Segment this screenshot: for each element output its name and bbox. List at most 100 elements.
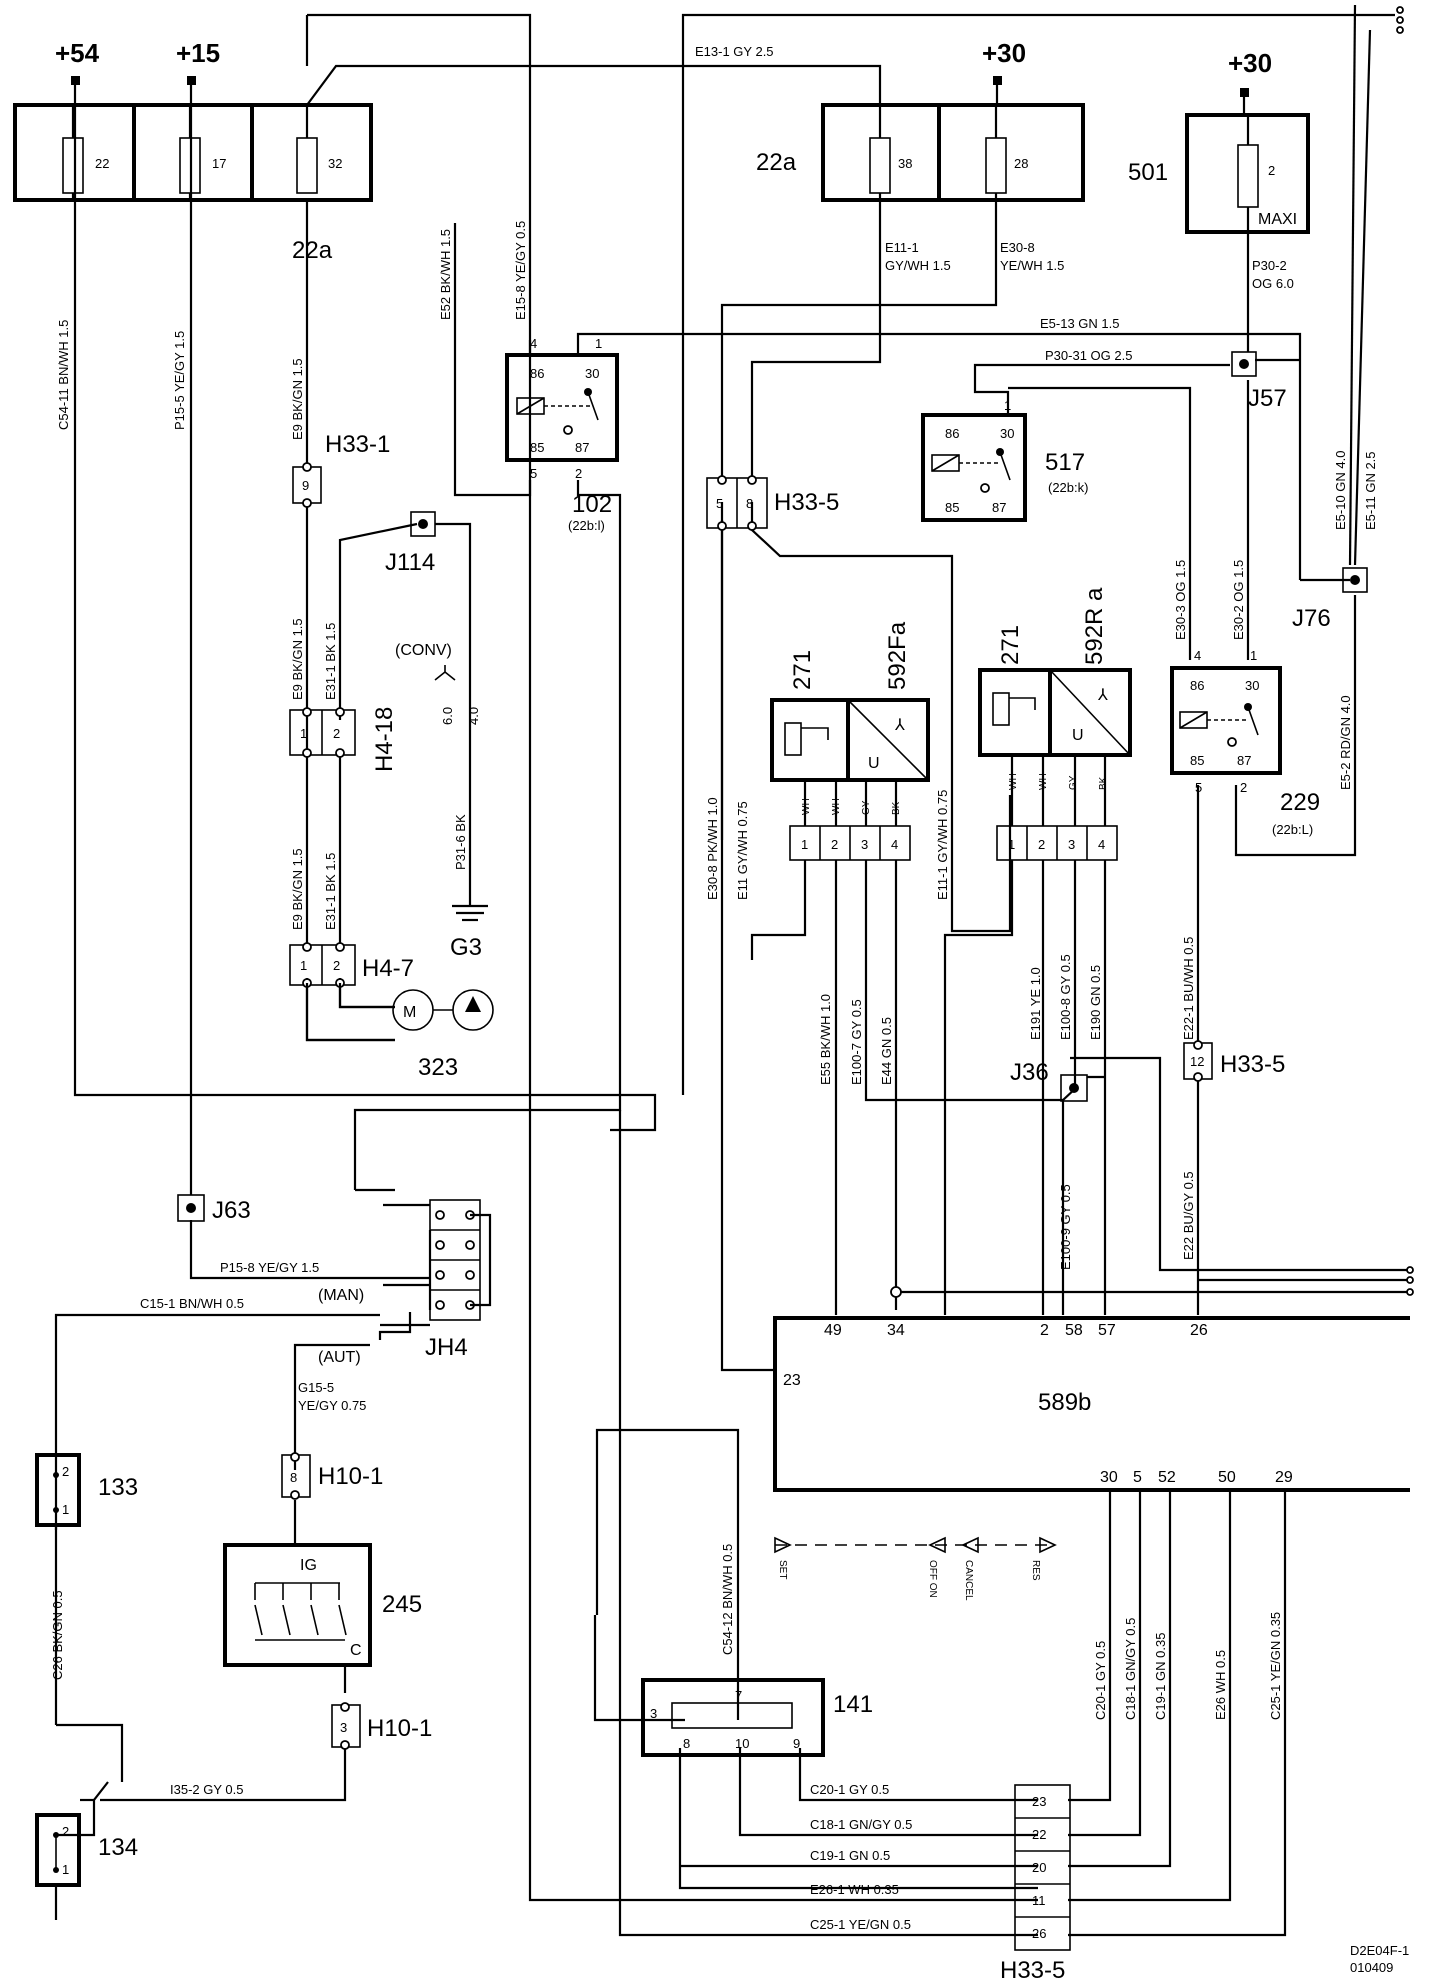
connector-h33-5-top: 5 8 H33-5: [706, 475, 839, 531]
connector-h33-1: 9 H33-1: [292, 431, 390, 508]
svg-text:E31-1 BK 1.5: E31-1 BK 1.5: [323, 623, 338, 700]
svg-text:OG 6.0: OG 6.0: [1252, 276, 1294, 291]
svg-text:323: 323: [418, 1054, 458, 1081]
svg-text:C54-11 BN/WH 1.5: C54-11 BN/WH 1.5: [56, 320, 71, 430]
switch-133: 2 1 133: [35, 1453, 138, 1527]
svg-text:2: 2: [62, 1824, 69, 1839]
svg-text:C54-12 BN/WH 0.5: C54-12 BN/WH 0.5: [720, 1544, 735, 1655]
svg-text:85: 85: [1190, 753, 1204, 768]
svg-text:P31-6 BK: P31-6 BK: [453, 814, 468, 870]
ground-g3: G3: [450, 934, 482, 961]
svg-text:G15-5: G15-5: [298, 1380, 334, 1395]
svg-text:11: 11: [1032, 1893, 1046, 1908]
svg-text:2: 2: [62, 1464, 69, 1479]
svg-text:5: 5: [530, 466, 537, 481]
svg-text:245: 245: [382, 1591, 422, 1618]
switch-134: 2 1 134: [35, 1813, 138, 1920]
svg-text:C26 BK/GN 0.5: C26 BK/GN 0.5: [50, 1590, 65, 1680]
svg-text:8: 8: [683, 1736, 690, 1751]
svg-text:2: 2: [1240, 780, 1247, 795]
svg-text:H10-1: H10-1: [367, 1715, 432, 1742]
svg-text:E100-7 GY 0.5: E100-7 GY 0.5: [849, 999, 864, 1085]
svg-text:SET: SET: [777, 1560, 788, 1579]
svg-text:49: 49: [824, 1322, 842, 1339]
svg-text:YE/GY 0.75: YE/GY 0.75: [298, 1398, 366, 1413]
connector-h4-7: 1 2 H4-7: [289, 942, 414, 988]
svg-text:J36: J36: [1010, 1059, 1049, 1086]
svg-text:BK: BK: [1098, 776, 1109, 790]
svg-text:6.0: 6.0: [440, 707, 455, 725]
svg-text:JH4: JH4: [425, 1334, 468, 1361]
terminal-plus30-a: +30: [982, 38, 1026, 85]
svg-text:23: 23: [1032, 1794, 1046, 1809]
terminal-plus15: +15: [176, 38, 220, 85]
svg-text:4: 4: [1194, 648, 1201, 663]
svg-text:GY/WH 1.5: GY/WH 1.5: [885, 258, 951, 273]
svg-text:2: 2: [1268, 163, 1275, 178]
svg-text:26: 26: [1032, 1926, 1046, 1941]
svg-text:5: 5: [1195, 780, 1202, 795]
svg-text:38: 38: [898, 156, 912, 171]
svg-text:E22-1 BU/WH 0.5: E22-1 BU/WH 0.5: [1181, 937, 1196, 1040]
svg-text:(22b:l): (22b:l): [568, 518, 605, 533]
svg-text:IG: IG: [300, 1557, 317, 1574]
svg-text:9: 9: [302, 478, 309, 493]
svg-text:+54: +54: [55, 38, 100, 68]
svg-text:E55 BK/WH 1.0: E55 BK/WH 1.0: [818, 994, 833, 1085]
switch-245: IG C 245: [223, 1543, 422, 1667]
svg-text:E9 BK/GN 1.5: E9 BK/GN 1.5: [290, 618, 305, 700]
svg-text:271: 271: [997, 625, 1024, 665]
variant-labels: (CONV) (MAN) (AUT): [318, 642, 456, 1366]
svg-text:H4-7: H4-7: [362, 955, 414, 982]
svg-text:1: 1: [300, 726, 307, 741]
svg-text:5: 5: [716, 496, 723, 511]
svg-text:30: 30: [1100, 1469, 1118, 1486]
svg-text:30: 30: [1245, 678, 1259, 693]
svg-text:E9 BK/GN 1.5: E9 BK/GN 1.5: [290, 358, 305, 440]
svg-text:20: 20: [1032, 1860, 1046, 1875]
svg-text:22: 22: [95, 156, 109, 171]
svg-text:H10-1: H10-1: [318, 1463, 383, 1490]
svg-text:C: C: [350, 1642, 362, 1659]
svg-text:E30-8: E30-8: [1000, 240, 1035, 255]
svg-text:E44 GN 0.5: E44 GN 0.5: [879, 1017, 894, 1085]
svg-text:E30-2 OG 1.5: E30-2 OG 1.5: [1231, 560, 1246, 640]
svg-text:1: 1: [300, 958, 307, 973]
svg-text:U: U: [1072, 727, 1084, 744]
svg-text:58: 58: [1065, 1322, 1083, 1339]
svg-text:87: 87: [1237, 753, 1251, 768]
svg-text:E30-3 OG 1.5: E30-3 OG 1.5: [1173, 560, 1188, 640]
svg-text:34: 34: [887, 1322, 905, 1339]
svg-text:32: 32: [328, 156, 342, 171]
svg-text:E9 BK/GN 1.5: E9 BK/GN 1.5: [290, 848, 305, 930]
svg-text:J76: J76: [1292, 605, 1331, 632]
svg-text:(22b:L): (22b:L): [1272, 822, 1313, 837]
terminal-plus30-b: +30: [1228, 48, 1272, 97]
svg-text:(22b:k): (22b:k): [1048, 480, 1088, 495]
svg-text:28: 28: [1014, 156, 1028, 171]
svg-text:E5-13 GN 1.5: E5-13 GN 1.5: [1040, 316, 1120, 331]
svg-text:H33-5: H33-5: [1000, 1957, 1065, 1984]
svg-text:517: 517: [1045, 449, 1085, 476]
svg-text:229: 229: [1280, 789, 1320, 816]
svg-text:H33-5: H33-5: [774, 489, 839, 516]
svg-text:CANCEL: CANCEL: [963, 1560, 974, 1601]
junction-j114: J114: [385, 511, 436, 576]
svg-text:12: 12: [1190, 1054, 1204, 1069]
svg-text:1: 1: [1008, 837, 1015, 852]
svg-text:592R a: 592R a: [1081, 587, 1108, 665]
svg-text:010409: 010409: [1350, 1960, 1393, 1975]
svg-text:134: 134: [98, 1834, 138, 1861]
svg-text:+30: +30: [1228, 48, 1272, 78]
svg-text:M: M: [403, 1004, 416, 1021]
fuse-box-left: 22 17 32 22a: [13, 103, 373, 264]
motor-323: M 323: [305, 983, 494, 1081]
svg-text:1: 1: [62, 1862, 69, 1877]
svg-text:E5-11 GN 2.5: E5-11 GN 2.5: [1363, 451, 1378, 530]
svg-text:E11-1 GY/WH 0.75: E11-1 GY/WH 0.75: [935, 790, 950, 900]
svg-text:OFF ON: OFF ON: [927, 1560, 938, 1598]
svg-text:1: 1: [62, 1502, 69, 1517]
svg-text:8: 8: [746, 496, 753, 511]
connector-h10-1-b: 3 H10-1: [331, 1702, 432, 1750]
svg-text:C18-1 GN/GY 0.5: C18-1 GN/GY 0.5: [1123, 1618, 1138, 1720]
